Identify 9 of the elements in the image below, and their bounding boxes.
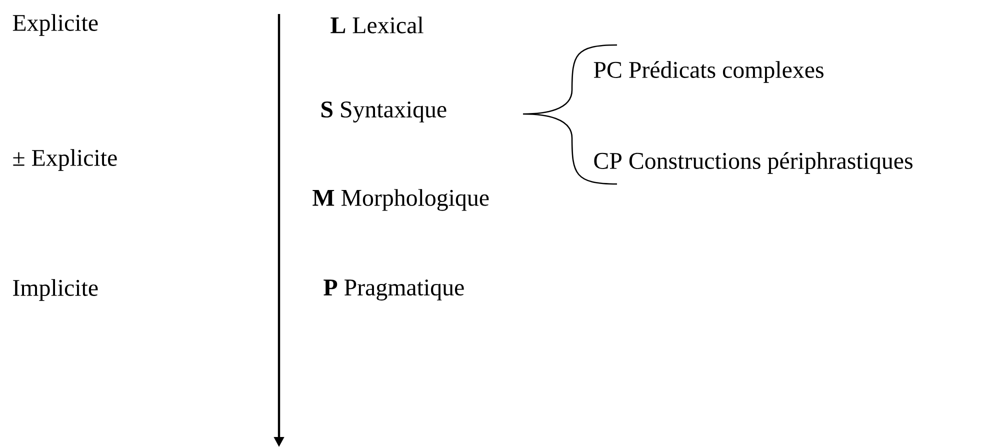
level-label: S Syntaxique [321, 102, 446, 122]
subtype-label: PC Prédicats complexes [594, 61, 824, 83]
scale-label: Implicite [13, 279, 98, 301]
subtype-label: CP Constructions périphrastiques [594, 152, 912, 174]
scale-label: Explicite [12, 14, 98, 36]
level-label: P Pragmatique [324, 280, 464, 300]
scale-label: ± Explicite [13, 149, 117, 171]
level-label: L Lexical [330, 16, 424, 34]
level-label: M Morphologique [312, 189, 489, 211]
